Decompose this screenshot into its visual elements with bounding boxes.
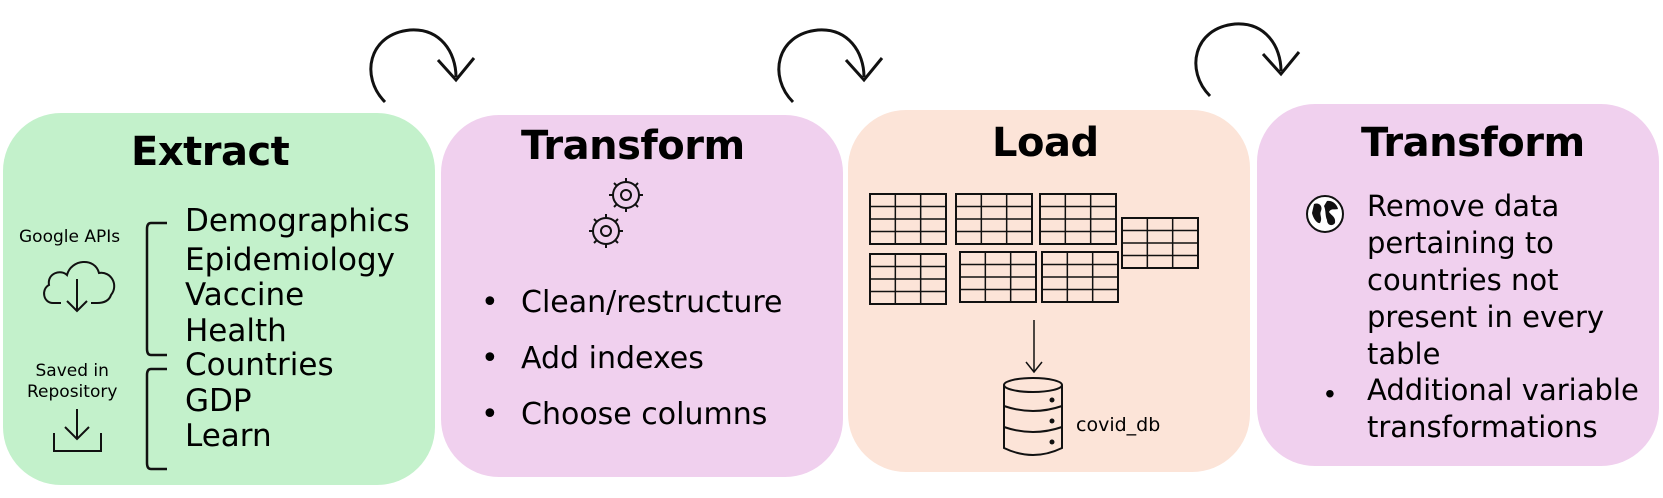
text-line: countries not xyxy=(1367,263,1559,297)
text-line: Additional variable xyxy=(1367,373,1639,407)
transform2-item1: Remove data pertaining to countries not … xyxy=(1367,188,1604,373)
download-tray-icon xyxy=(53,409,102,452)
api-item: Vaccine xyxy=(185,277,305,313)
bullet-item: • Add indexes xyxy=(481,331,783,387)
gears-icon xyxy=(589,178,643,248)
cycle-arrow-icon xyxy=(1194,22,1301,98)
extract-card: Extract Google APIs Saved in Repository … xyxy=(3,113,435,485)
globe-icon xyxy=(1306,195,1344,233)
text-line: table xyxy=(1367,337,1441,371)
api-item: Epidemiology xyxy=(185,242,396,278)
transform-title: Transform xyxy=(521,123,745,169)
table-icon xyxy=(959,251,1037,303)
bullet-dot: • xyxy=(481,397,499,432)
cloud-download-icon xyxy=(43,261,116,313)
bullet-dot: • xyxy=(481,285,499,320)
bullet-dot: • xyxy=(1325,378,1335,409)
table-icon xyxy=(1041,251,1119,303)
table-icon xyxy=(869,253,947,305)
repo-item: Countries xyxy=(185,347,334,383)
transform-title: Transform xyxy=(1361,120,1585,166)
repo-bracket xyxy=(145,367,167,471)
api-item: Health xyxy=(185,313,287,349)
text-line: Remove data xyxy=(1367,189,1560,223)
bullet-dot: • xyxy=(481,341,499,376)
table-icon xyxy=(869,193,947,245)
bullet-text: Add indexes xyxy=(521,341,704,376)
table-grid-icon xyxy=(869,193,1199,305)
repo-item: Learn xyxy=(185,418,272,454)
load-card: Load covid_db xyxy=(848,110,1250,472)
transform2-item2: Additional variable transformations xyxy=(1367,372,1639,446)
google-apis-label: Google APIs xyxy=(19,227,121,247)
text-line: present in every xyxy=(1367,300,1605,334)
load-title: Load xyxy=(992,120,1099,166)
cycle-arrow-icon xyxy=(777,28,884,104)
api-item: Demographics xyxy=(185,203,410,239)
repo-item: GDP xyxy=(185,383,252,419)
extract-title: Extract xyxy=(131,129,290,175)
bullet-item: • Clean/restructure xyxy=(481,275,783,331)
saved-label-line2: Repository xyxy=(27,382,118,402)
table-icon xyxy=(1121,217,1199,269)
api-bracket xyxy=(145,221,167,357)
database-icon xyxy=(1003,377,1063,456)
transform-card-2: Transform Remove data pertaining to coun… xyxy=(1257,104,1659,466)
bullet-text: Choose columns xyxy=(521,397,768,432)
load-arrow xyxy=(1025,320,1043,374)
transform1-bullets: • Clean/restructure • Add indexes • Choo… xyxy=(481,275,783,443)
saved-in-repository-label: Saved in Repository xyxy=(27,361,117,403)
transform-card-1: Transform • Clean/restructure • Add inde… xyxy=(441,115,843,477)
table-icon xyxy=(1039,193,1117,245)
db-label: covid_db xyxy=(1076,414,1161,436)
text-line: transformations xyxy=(1367,410,1598,444)
table-icon xyxy=(955,193,1033,245)
saved-label-line1: Saved in xyxy=(35,361,109,381)
cycle-arrow-icon xyxy=(369,28,476,104)
bullet-text: Clean/restructure xyxy=(521,285,783,320)
text-line: pertaining to xyxy=(1367,226,1554,260)
bullet-item: • Choose columns xyxy=(481,387,783,443)
